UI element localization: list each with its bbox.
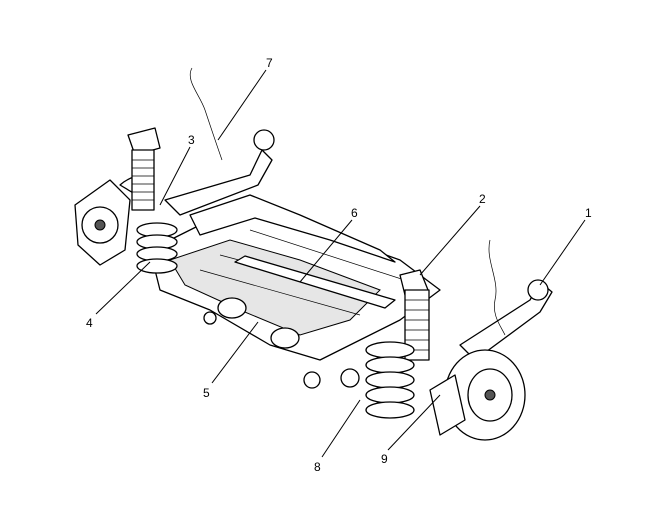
- callout-leaders: [95, 69, 586, 458]
- right-brake-disc: [429, 349, 526, 441]
- left-knuckle: [74, 174, 151, 266]
- callout-6: 6: [351, 206, 358, 220]
- upper-arm-left: [164, 67, 275, 216]
- callout-9: 9: [381, 452, 388, 466]
- callout-7: 7: [266, 56, 273, 70]
- callout-1: 1: [585, 206, 592, 220]
- upper-arm-right: [459, 239, 553, 361]
- lateral-rod: [234, 255, 396, 309]
- callout-8: 8: [314, 460, 321, 474]
- callout-4: 4: [86, 316, 93, 330]
- left-shock-absorber: [127, 127, 161, 211]
- right-coil-spring: [365, 341, 415, 419]
- callout-3: 3: [188, 133, 195, 147]
- bushing: [340, 368, 360, 388]
- left-coil-spring: [136, 222, 178, 274]
- callout-2: 2: [479, 192, 486, 206]
- callout-5: 5: [203, 386, 210, 400]
